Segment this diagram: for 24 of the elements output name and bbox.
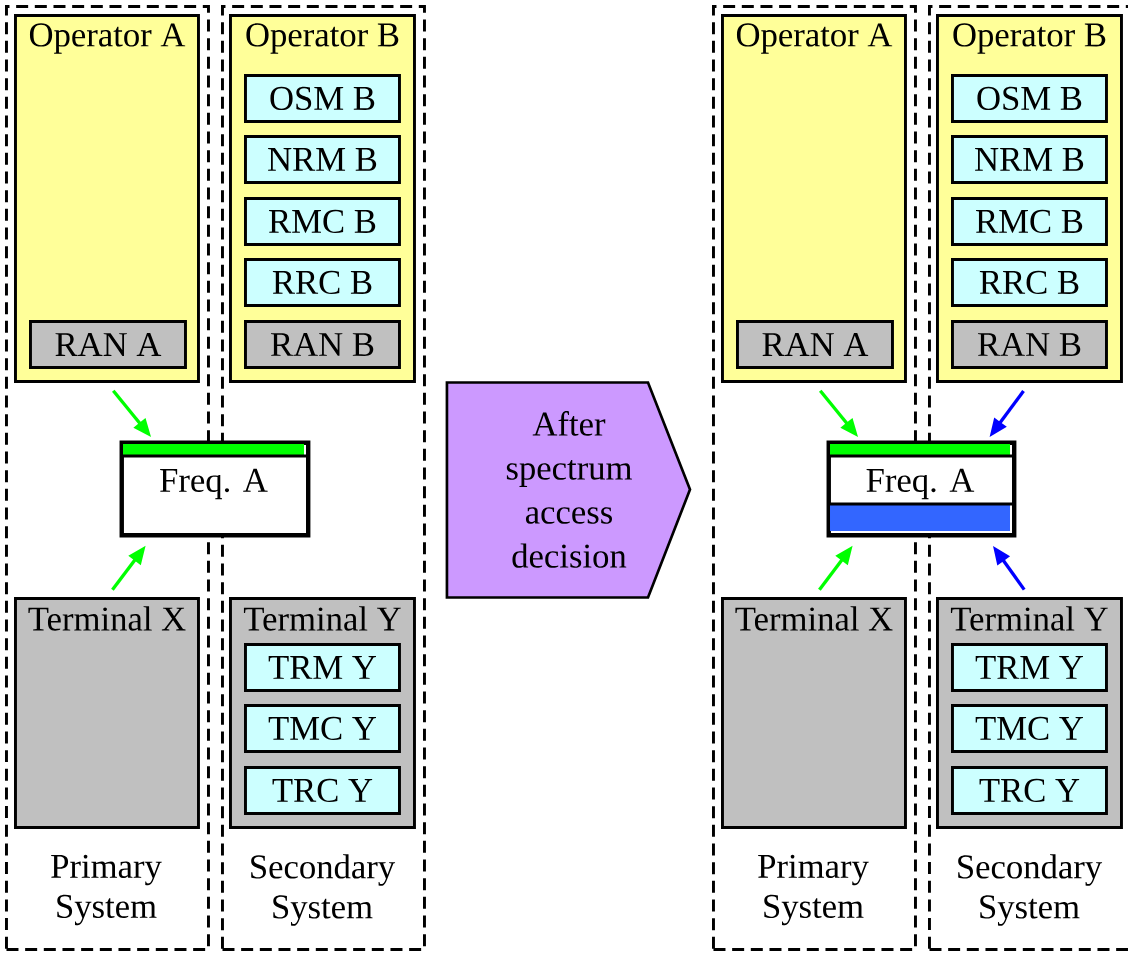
function-box: NRM B xyxy=(244,135,401,184)
pentagon-arrow xyxy=(445,381,692,599)
function-box: RMC B xyxy=(951,197,1108,246)
terminal-box: Terminal X xyxy=(14,597,200,829)
function-box: TRC Y xyxy=(951,766,1108,815)
frequency-box: Freq. A xyxy=(826,440,1017,538)
function-box: RRC B xyxy=(244,258,401,307)
ran-box: RAN B xyxy=(244,320,401,369)
function-box: OSM B xyxy=(244,74,401,123)
ran-box: RAN A xyxy=(29,320,187,369)
function-box: NRM B xyxy=(951,135,1108,184)
function-box: RMC B xyxy=(244,197,401,246)
frequency-box: Freq. A xyxy=(119,440,311,538)
ran-box: RAN B xyxy=(951,320,1108,369)
ran-box: RAN A xyxy=(736,320,894,369)
function-box: TRM Y xyxy=(244,643,401,692)
function-box: TRM Y xyxy=(951,643,1108,692)
function-box: OSM B xyxy=(951,74,1108,123)
function-box: RRC B xyxy=(951,258,1108,307)
function-box: TMC Y xyxy=(951,704,1108,753)
edge-label: After spectrum access decision xyxy=(506,411,632,568)
terminal-box: Terminal X xyxy=(721,597,907,829)
function-box: TMC Y xyxy=(244,704,401,753)
function-box: TRC Y xyxy=(244,766,401,815)
